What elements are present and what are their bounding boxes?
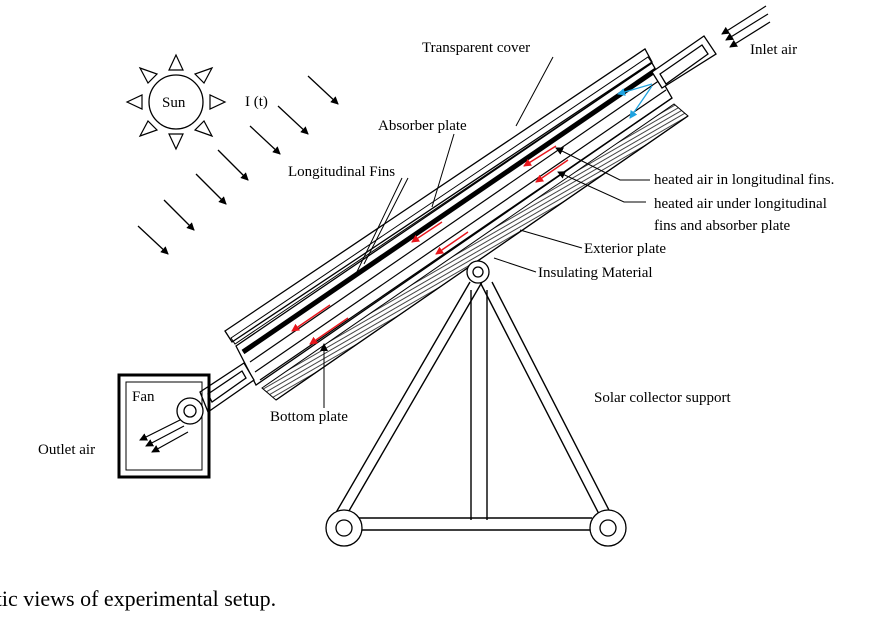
absorber-plate (241, 67, 658, 355)
collector-support (333, 281, 613, 531)
longitudinal-fins-label: Longitudinal Fins (288, 164, 395, 180)
solar-radiation-arrows (137, 75, 339, 255)
outlet-air-label: Outlet air (38, 442, 95, 458)
irradiance-label: I (t) (245, 94, 268, 110)
heated-air-fins-label: heated air in longitudinal fins. (654, 172, 834, 188)
inlet-flow-arrows (617, 83, 653, 119)
fin-line-upper (249, 79, 661, 363)
inlet-air-arrows (721, 5, 771, 48)
heated-air-under-label-line1: heated air under longitudinal (654, 196, 827, 212)
base-wheel-right-icon (589, 509, 627, 547)
solar-collector-support-label: Solar collector support (594, 390, 731, 406)
fin-line-lower (254, 89, 667, 373)
absorber-plate-label: Absorber plate (378, 118, 467, 134)
exterior-plate-label: Exterior plate (584, 241, 666, 257)
bottom-plate-label: Bottom plate (270, 409, 348, 425)
fan-housing (117, 373, 211, 479)
heated-air-under-label-line2: fins and absorber plate (654, 218, 791, 234)
fan-label: Fan (132, 389, 155, 405)
heated-air-flow-arrows (291, 145, 569, 345)
fan-icon (176, 397, 204, 425)
pivot-joint-icon (466, 260, 490, 284)
insulating-material-label: Insulating Material (538, 265, 653, 281)
figure-caption: atic views of experimental setup. (0, 586, 888, 616)
outlet-duct (199, 362, 255, 414)
solar-collector (224, 48, 689, 401)
leader-lines (320, 56, 650, 408)
transparent-cover-label: Transparent cover (422, 40, 530, 56)
exterior-plate (275, 115, 689, 401)
base-wheel-left-icon (325, 509, 363, 547)
sun-icon (125, 53, 227, 151)
transparent-cover (224, 48, 653, 343)
outlet-air-arrows (139, 419, 189, 453)
bottom-plate (259, 97, 673, 381)
inlet-duct (651, 35, 717, 89)
sun-label: Sun (162, 95, 186, 111)
inlet-air-label: Inlet air (750, 42, 797, 58)
figure-caption-text: atic views of experimental setup. (0, 586, 277, 611)
collector-box (235, 62, 673, 386)
